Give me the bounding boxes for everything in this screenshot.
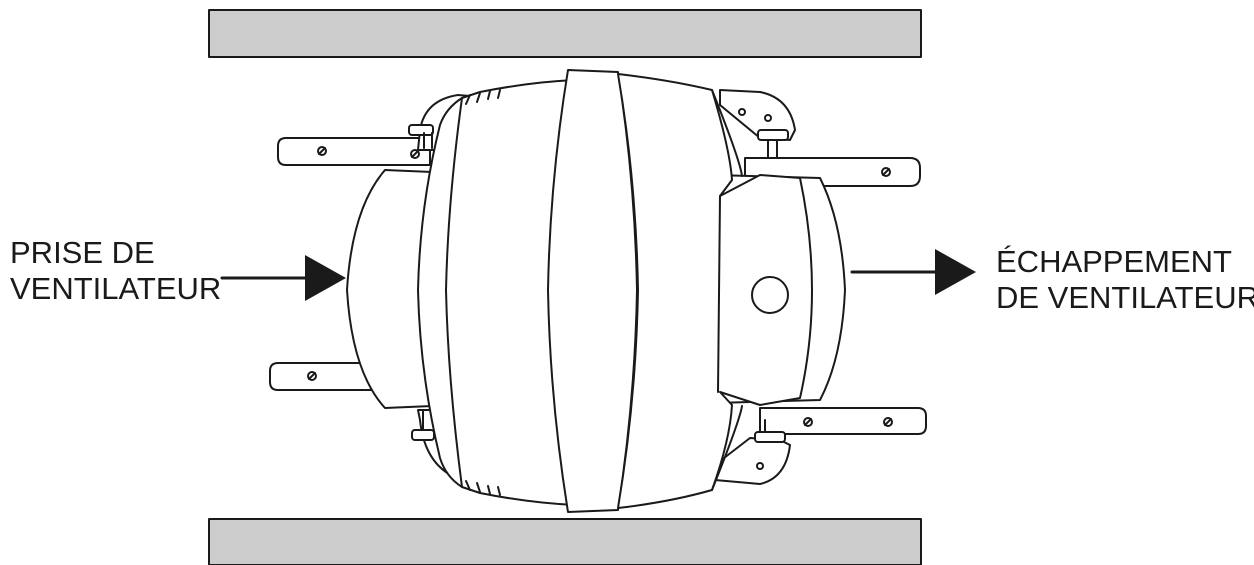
top-duct [208, 9, 922, 58]
mounting-tab-bottom-right [714, 419, 791, 485]
fan-housing-band [547, 69, 638, 513]
fan-inlet-collar [346, 169, 433, 409]
bottom-duct [208, 518, 922, 565]
fan-housing-right [617, 73, 813, 509]
intake-label-line-2: VENTILATEUR [10, 271, 222, 306]
bracket-top-left [277, 137, 431, 166]
mounting-tab-top-right [719, 89, 796, 159]
exhaust-arrow [850, 249, 976, 295]
intake-label-line-1: PRISE DE [10, 235, 155, 270]
exhaust-label-line-2: DE VENTILATEUR [996, 280, 1254, 315]
bracket-bottom-right [759, 407, 927, 435]
intake-arrow [220, 255, 346, 301]
exhaust-label-line-1: ÉCHAPPEMENT [996, 244, 1232, 279]
wiring-knockout [751, 276, 789, 314]
